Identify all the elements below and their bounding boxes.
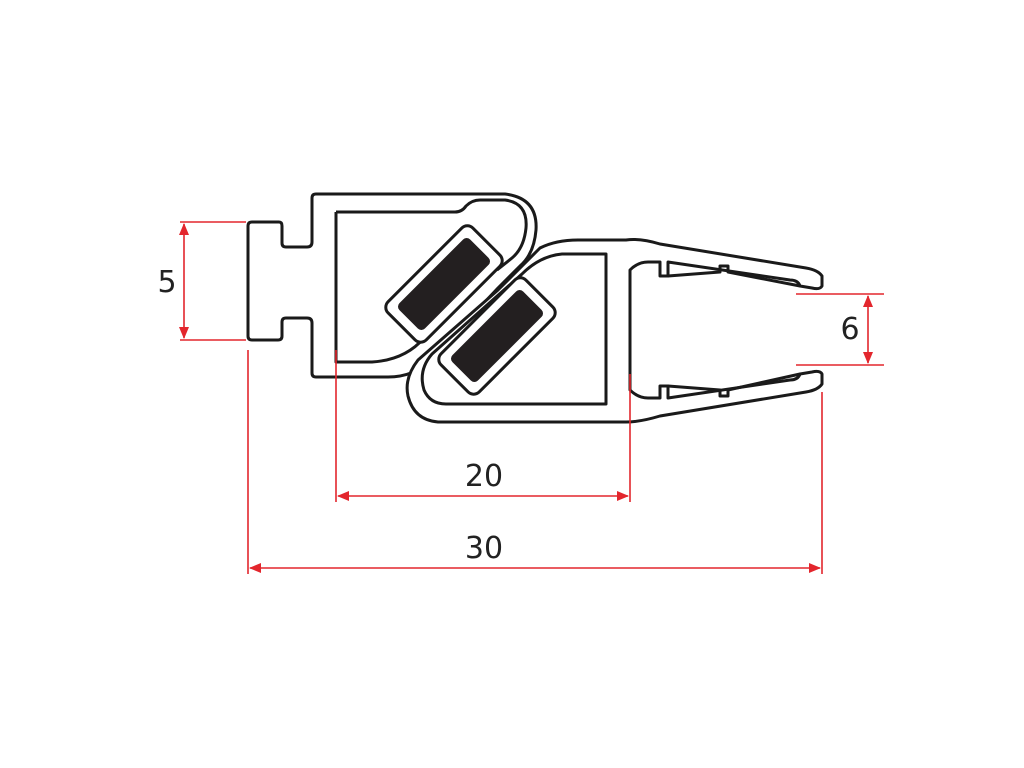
right-profile-lip-top [667,264,801,288]
right-profile-inner-channel [420,252,608,406]
dim-label-inner-width: 20 [465,459,503,494]
dim-label-right-gap: 6 [840,312,859,347]
right-profile-lip-bottom [667,372,801,398]
dimension-left-height: 5 [157,221,246,341]
dim-label-overall-width: 30 [465,531,503,566]
magnet-lower [437,276,557,396]
dimension-right-gap: 6 [796,293,884,366]
magnet-upper [384,224,504,344]
dim-label-left-height: 5 [157,265,176,300]
left-profile-inner-channel [336,198,528,272]
dimension-overall-width: 30 [247,350,823,574]
magnet-upper-core [397,237,491,331]
dimension-inner-width: 20 [335,350,631,502]
magnet-lower-core [450,289,544,383]
